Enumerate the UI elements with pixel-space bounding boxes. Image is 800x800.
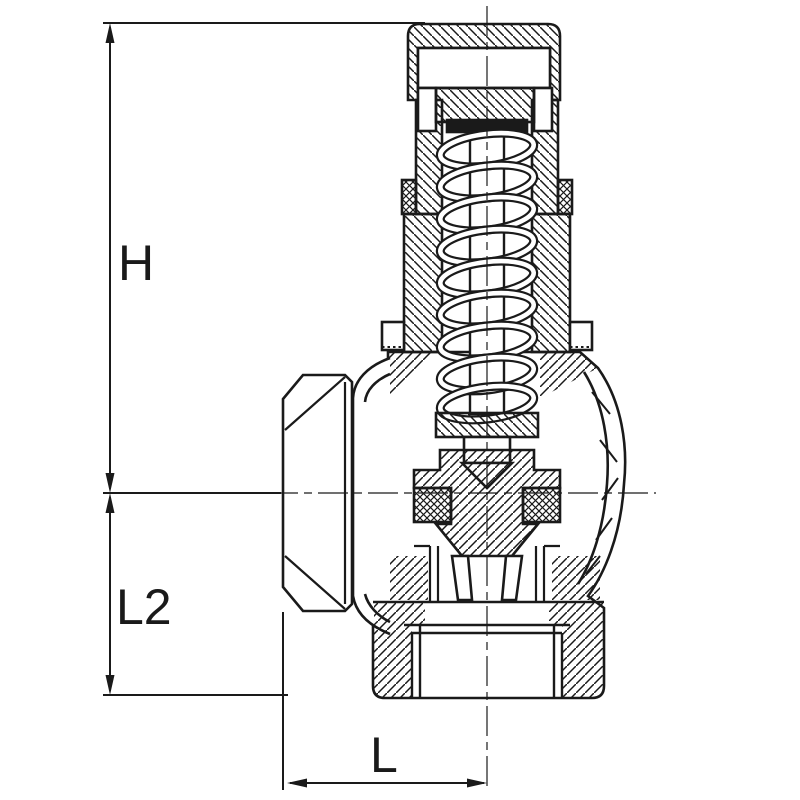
arrow-l-right	[467, 778, 487, 788]
arrow-h-bottom	[105, 473, 115, 493]
body-hatch-lower-right	[552, 556, 600, 600]
dimension-label-h: H	[118, 235, 154, 291]
centerlines	[268, 6, 656, 792]
cap	[406, 22, 562, 102]
disc-guide-leg-left	[450, 554, 474, 602]
adjusting-screw	[434, 86, 536, 124]
dimensioning	[103, 22, 484, 790]
bonnet-flange-right	[568, 320, 594, 352]
seat-bore	[414, 544, 560, 602]
dimension-label-l: L	[370, 727, 398, 783]
bonnet-wall-lower-left	[402, 212, 444, 354]
body-hatch-left	[388, 352, 438, 400]
bonnet-flange-left	[380, 320, 406, 352]
cap-slot-right	[532, 86, 554, 133]
valve-body	[281, 350, 627, 700]
bonnet-wall-lower-right	[530, 212, 572, 354]
thread-insert-left	[400, 178, 418, 216]
thread-insert-right	[556, 178, 574, 216]
arrow-l2-bottom	[105, 675, 115, 695]
seal-pad-right	[521, 486, 562, 524]
arrow-h-top	[105, 23, 115, 43]
body-wall-ticks	[585, 391, 619, 575]
arrow-l2-top	[105, 493, 115, 513]
dimension-arrows	[105, 23, 487, 788]
disc-guide-leg-right	[500, 554, 524, 602]
seal-pad-left	[412, 486, 453, 524]
adjusting-nut	[416, 46, 552, 90]
bonnet-assembly	[380, 22, 594, 354]
dimension-label-l2: L2	[116, 579, 172, 635]
body-hatch-right	[540, 352, 598, 398]
cap-slot-left	[416, 86, 438, 133]
side-port-collar	[351, 356, 391, 636]
arrow-l-left	[287, 778, 307, 788]
